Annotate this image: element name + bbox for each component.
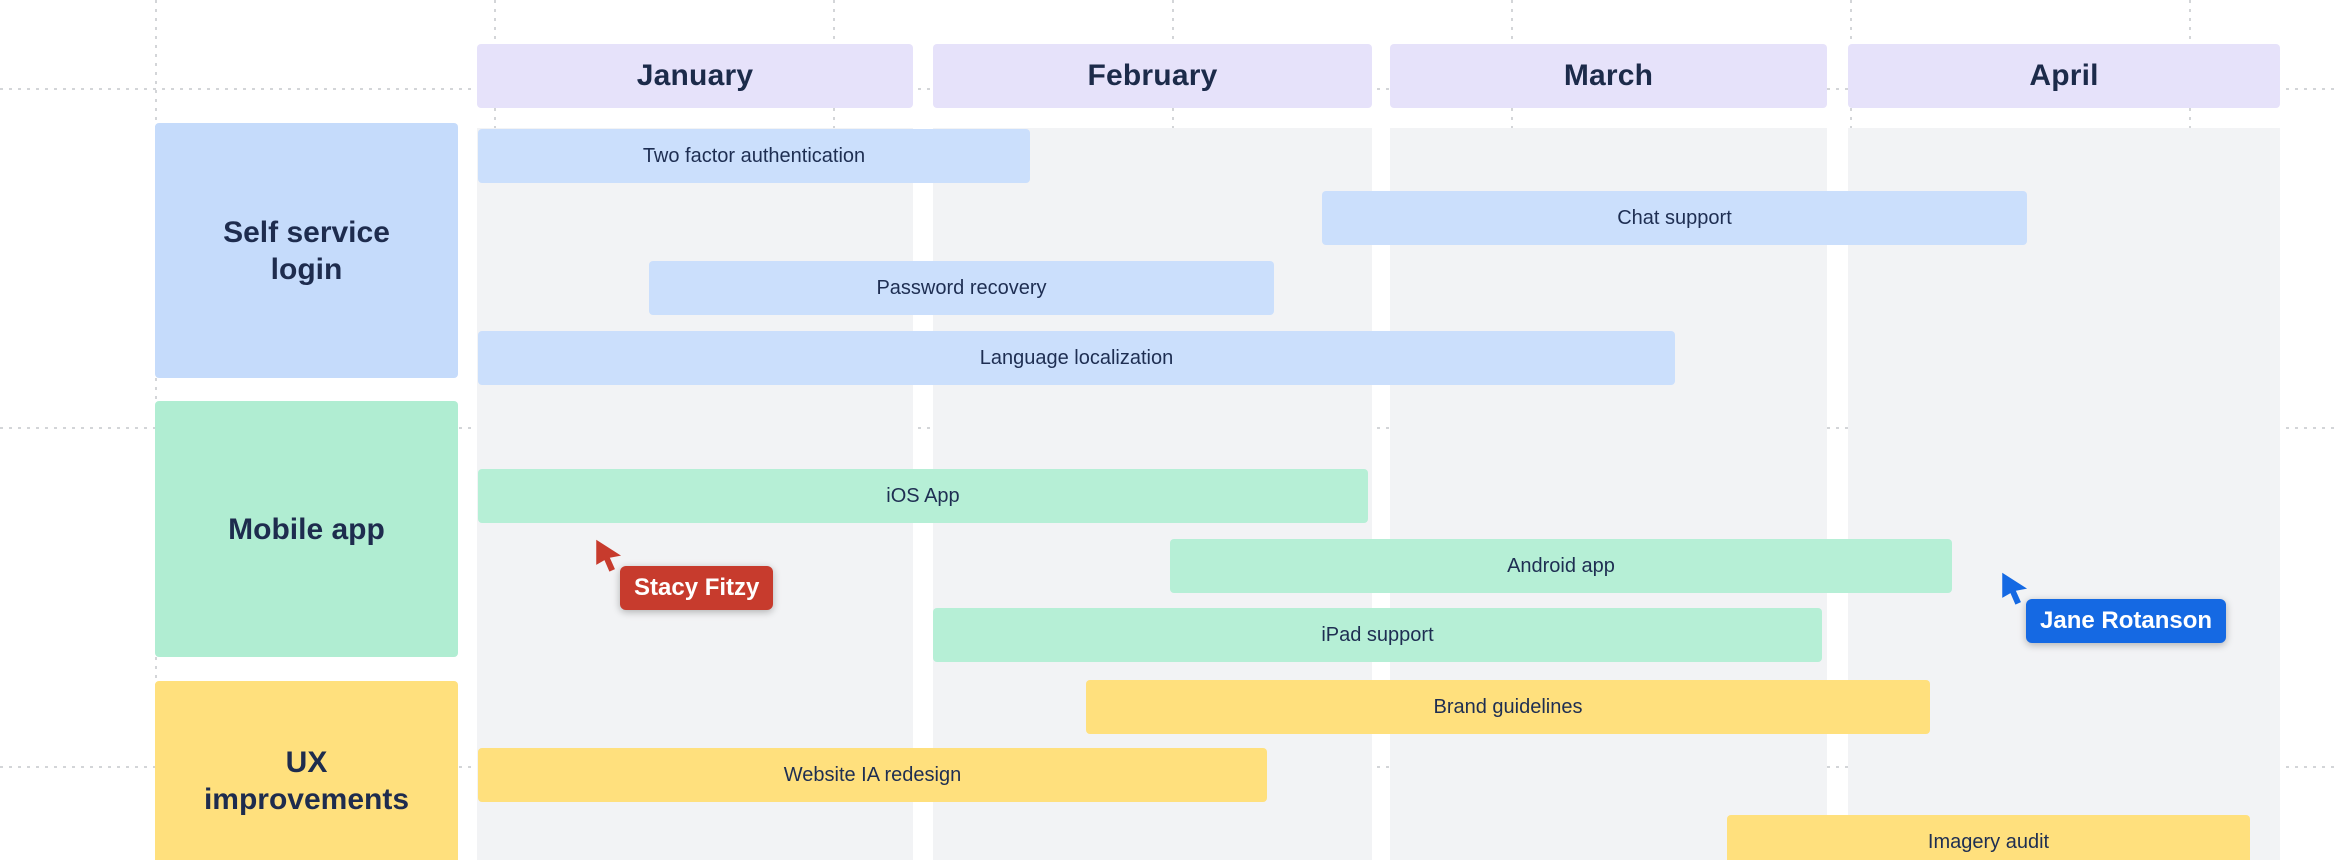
task-bar-label: Language localization (979, 346, 1174, 369)
cursor-name-tag: Stacy Fitzy (620, 566, 774, 610)
task-bar-5[interactable]: Android app (1170, 539, 1952, 593)
user-cursor-0: Stacy Fitzy (592, 538, 774, 610)
task-bar-3[interactable]: Language localization (478, 331, 1675, 385)
task-bar-1[interactable]: Chat support (1322, 191, 2027, 245)
task-bar-label: Chat support (1617, 206, 1732, 229)
group-card-2[interactable]: UX improvements (155, 681, 458, 860)
task-bar-label: Android app (1507, 554, 1615, 577)
task-bar-label: Two factor authentication (642, 144, 866, 167)
group-card-label: Self service login (223, 215, 390, 286)
cursor-name-tag: Jane Rotanson (2026, 599, 2227, 643)
month-label: April (2029, 59, 2099, 92)
month-header-february[interactable]: February (933, 44, 1372, 108)
month-header-january[interactable]: January (477, 44, 913, 108)
month-header-april[interactable]: April (1848, 44, 2280, 108)
task-bar-6[interactable]: iPad support (933, 608, 1822, 662)
group-card-label: Mobile app (228, 512, 385, 546)
group-card-1[interactable]: Mobile app (155, 401, 458, 657)
month-label: January (636, 59, 754, 92)
task-bar-0[interactable]: Two factor authentication (478, 129, 1030, 183)
cursor-arrow-icon (596, 539, 622, 572)
group-card-0[interactable]: Self service login (155, 123, 458, 378)
task-bar-9[interactable]: Imagery audit (1727, 815, 2250, 860)
cursor-arrow-icon (2002, 572, 2028, 605)
task-bar-7[interactable]: Brand guidelines (1086, 680, 1930, 734)
month-column-strip (1390, 128, 1827, 860)
group-card-label: UX improvements (203, 746, 410, 816)
task-bar-4[interactable]: iOS App (478, 469, 1368, 523)
task-bar-label: iOS App (886, 484, 960, 507)
month-label: February (1087, 59, 1218, 92)
month-label: March (1563, 59, 1654, 92)
task-bar-label: iPad support (1321, 623, 1434, 646)
task-bar-label: Website IA redesign (783, 763, 962, 786)
task-bar-label: Brand guidelines (1433, 695, 1583, 718)
user-cursor-1: Jane Rotanson (1998, 571, 2227, 643)
month-column-strip (1848, 128, 2280, 860)
task-bar-label: Imagery audit (1927, 830, 2050, 853)
month-header-march[interactable]: March (1390, 44, 1827, 108)
task-bar-label: Password recovery (876, 276, 1047, 299)
task-bar-8[interactable]: Website IA redesign (478, 748, 1267, 802)
task-bar-2[interactable]: Password recovery (649, 261, 1274, 315)
